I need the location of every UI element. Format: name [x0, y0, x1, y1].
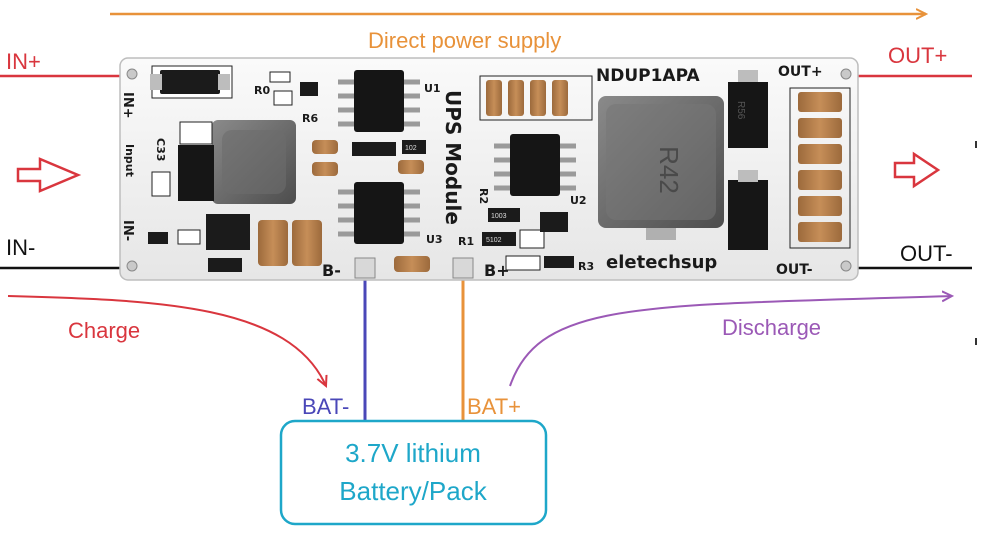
pad-out-plus	[840, 68, 852, 80]
pad-b-minus	[354, 257, 376, 279]
pcb-r3: R3	[578, 260, 594, 273]
pcb-in-minus: IN-	[120, 220, 135, 241]
pcb-inductor-code: R42	[654, 146, 684, 194]
out-minus-label: OUT-	[900, 241, 953, 266]
pcb-r1: R1	[458, 235, 474, 248]
chip-u3	[338, 182, 420, 244]
transistor-q1	[206, 214, 250, 250]
pcb-out-minus: OUT-	[776, 262, 813, 278]
pcb-model: NDUP1APA	[596, 66, 700, 86]
bat-plus-label: BAT+	[467, 394, 521, 419]
pcb-res-1003: 1003	[491, 213, 507, 220]
mosfet-bottom	[728, 180, 768, 250]
pcb-board: IN+ Input IN- R0 R6 U1 UPS Module	[119, 57, 859, 281]
pad-in-plus	[126, 68, 138, 80]
pcb-b-plus: B+	[484, 261, 510, 280]
chip-u2	[494, 134, 576, 196]
transistor-q2	[540, 212, 568, 232]
discharge-arrow	[509, 296, 952, 387]
discharge-label: Discharge	[722, 315, 821, 340]
battery-line2: Battery/Pack	[339, 476, 487, 506]
pcb-res-5102: 5102	[486, 237, 502, 244]
pcb-res-r56: R56	[735, 101, 746, 120]
charge-label: Charge	[68, 318, 140, 343]
pad-out-minus	[840, 260, 852, 272]
pcb-r0: R0	[254, 84, 270, 97]
pcb-u1: U1	[424, 82, 441, 95]
diode-component	[160, 70, 220, 94]
charge-arrow	[7, 295, 326, 386]
pcb-c33: C33	[154, 138, 167, 161]
in-minus-label: IN-	[6, 235, 35, 260]
bat-minus-label: BAT-	[302, 394, 349, 419]
pcb-r2: R2	[477, 188, 490, 204]
pcb-b-minus: B-	[322, 261, 341, 280]
pcb-input: Input	[123, 144, 136, 177]
pcb-title: UPS Module	[441, 90, 465, 225]
direct-supply-label: Direct power supply	[368, 28, 561, 53]
capacitor-c2	[292, 220, 322, 266]
pcb-out-plus: OUT+	[778, 64, 823, 80]
in-plus-label: IN+	[6, 49, 41, 74]
pcb-u3: U3	[426, 233, 443, 246]
pcb-brand: eletechsup	[606, 252, 717, 273]
pad-b-plus	[452, 257, 474, 279]
mosfet-top	[728, 82, 768, 148]
pcb-r6: R6	[302, 112, 318, 125]
out-plus-label: OUT+	[888, 43, 947, 68]
input-flow-arrow-icon	[16, 157, 82, 193]
output-flow-arrow-icon	[893, 151, 941, 189]
battery-box	[279, 419, 548, 526]
capacitor-c1	[258, 220, 288, 266]
battery-line1: 3.7V lithium	[345, 438, 481, 468]
pcb-u2: U2	[570, 194, 587, 207]
pcb-res-102: 102	[405, 145, 417, 152]
pcb-in-plus: IN+	[120, 92, 135, 119]
chip-u1	[338, 70, 420, 132]
output-capacitors	[789, 87, 851, 249]
pad-in-minus	[126, 260, 138, 272]
